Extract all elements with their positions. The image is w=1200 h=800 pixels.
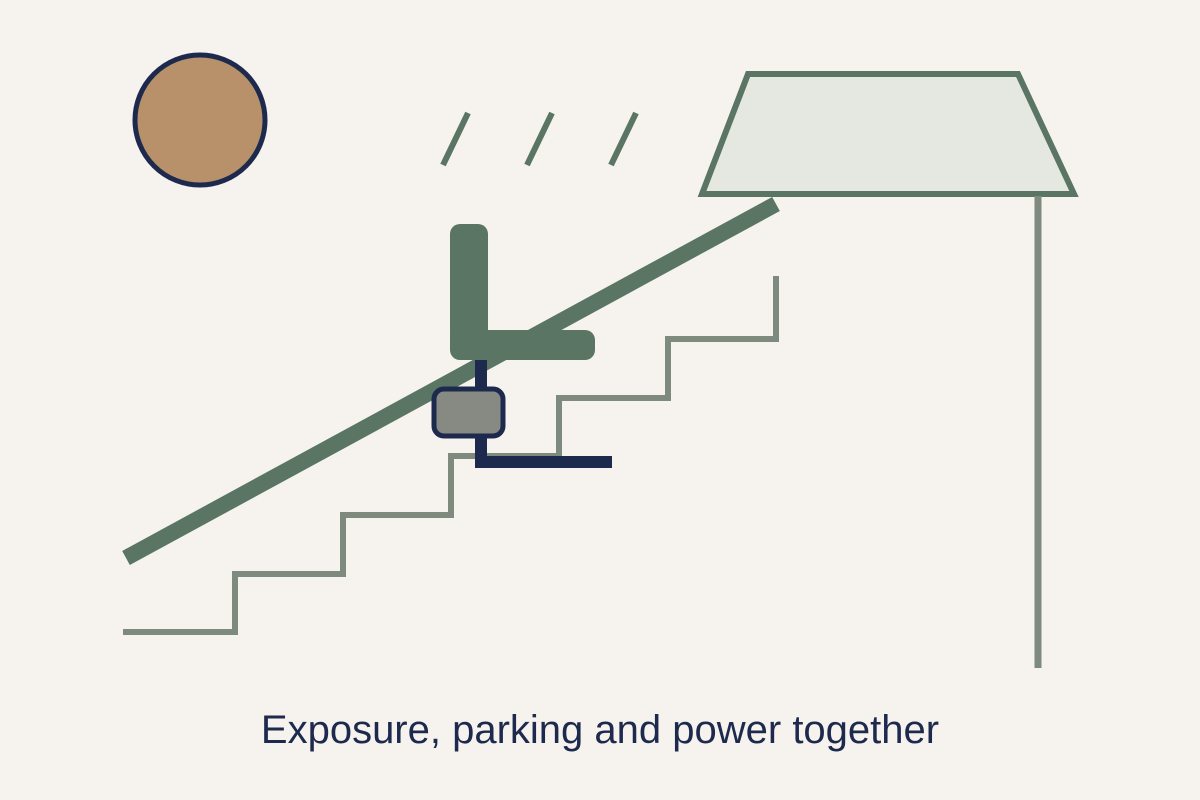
rain-streak — [440, 111, 471, 167]
canopy-icon — [697, 71, 1079, 197]
rain-icon — [440, 111, 639, 167]
stairlift-icon — [431, 224, 612, 468]
rain-streak — [608, 111, 639, 167]
chair-backrest — [450, 224, 488, 354]
chair-seat — [450, 330, 595, 360]
stairlift-rail — [122, 196, 780, 566]
stairs-icon — [123, 276, 779, 635]
caption-text: Exposure, parking and power together — [260, 708, 940, 752]
motor-carriage — [431, 386, 506, 439]
sun-icon — [132, 52, 268, 188]
rain-streak — [524, 111, 555, 167]
